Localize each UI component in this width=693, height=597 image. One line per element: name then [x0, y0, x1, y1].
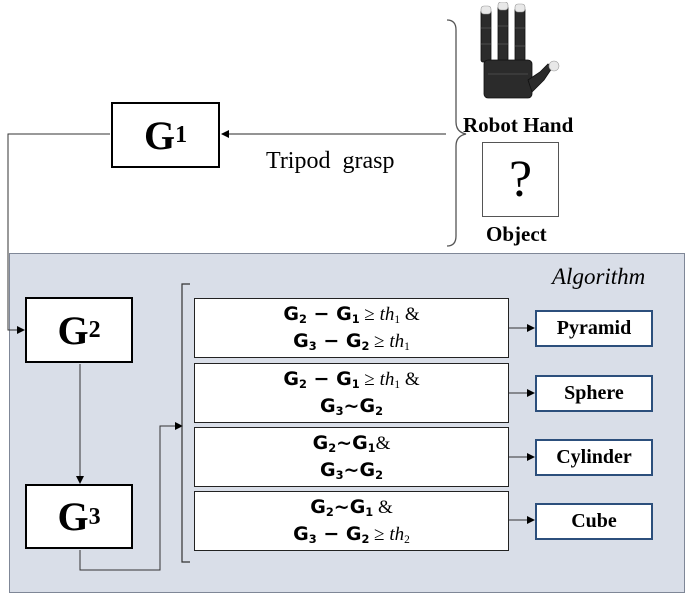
- condition-line: G2 − G1 ≥ th1 &: [283, 368, 420, 391]
- condition-line: G2~G1&: [312, 432, 391, 455]
- condition-line: G3 − G2 ≥ th2: [293, 523, 410, 546]
- algorithm-label: Algorithm: [552, 264, 646, 289]
- rule-condition: G2~G1 & G3 − G2 ≥ th2: [194, 491, 509, 551]
- input-brace: [446, 19, 467, 247]
- object-box: ?: [482, 142, 559, 217]
- arrow-g3-to-rules: [79, 422, 183, 571]
- arrow-g1-to-g2: [7, 133, 110, 334]
- condition-line: G3 − G2 ≥ th1: [293, 330, 410, 353]
- rule-condition: G2 − G1 ≥ th1 & G3 − G2 ≥ th1: [194, 298, 509, 358]
- condition-line: G3~G2: [319, 459, 383, 482]
- condition-line: G2 − G1 ≥ th1 &: [283, 303, 420, 326]
- grasp-label: Tripod grasp: [266, 148, 395, 174]
- result-pyramid: Pyramid: [535, 310, 653, 347]
- rules-bracket: [181, 283, 190, 563]
- condition-line: G2~G1 &: [310, 496, 393, 519]
- result-cube: Cube: [535, 503, 653, 540]
- condition-line: G3~G2: [319, 395, 383, 418]
- robot-hand-label: Robot Hand: [463, 113, 574, 137]
- rule-condition: G2~G1& G3~G2: [194, 427, 509, 487]
- result-sphere: Sphere: [535, 375, 653, 412]
- robot-hand-icon: [480, 2, 560, 99]
- rule-condition: G2 − G1 ≥ th1 & G3~G2: [194, 363, 509, 423]
- object-label: Object: [486, 222, 547, 246]
- result-cylinder: Cylinder: [535, 439, 653, 476]
- object-symbol: ?: [508, 151, 533, 208]
